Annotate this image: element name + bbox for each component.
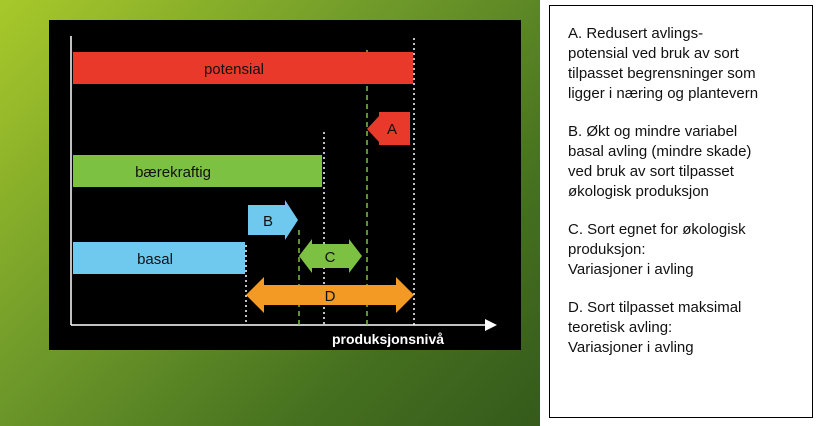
diagram-canvas: potensial bærekraftig basal A B C D prod…: [70, 36, 497, 347]
legend-line: ved bruk av sort tilpasset: [568, 163, 734, 180]
legend-line: Variasjoner i avling: [568, 261, 694, 278]
bar-baerekraftig-label: bærekraftig: [135, 164, 211, 181]
legend-box: A. Redusert avlings- potensial ved bruk …: [549, 5, 813, 418]
legend-line: C. Sort egnet for økologisk: [568, 221, 746, 238]
legend-line: tilpasset begrensninger som: [568, 65, 756, 82]
legend-line: Variasjoner i avling: [568, 339, 694, 356]
legend-line: produksjon:: [568, 241, 646, 258]
legend-line: A. Redusert avlings-: [568, 25, 704, 42]
bar-potensial-label: potensial: [204, 61, 264, 78]
legend-line: økologisk produksjon: [568, 183, 709, 200]
arrow-c-label: C: [325, 249, 336, 266]
arrow-c: [299, 239, 362, 273]
arrow-d-label: D: [325, 288, 336, 305]
legend-item-b: B. Økt og mindre variabel basal avling (…: [568, 122, 802, 202]
bar-basal: [73, 242, 245, 274]
legend-line: B. Økt og mindre variabel: [568, 123, 738, 140]
arrow-a-label: A: [387, 121, 397, 138]
legend-item-a: A. Redusert avlings- potensial ved bruk …: [568, 24, 802, 104]
bar-basal-label: basal: [137, 251, 173, 268]
arrow-b: [248, 200, 298, 240]
arrow-b-label: B: [263, 213, 273, 230]
legend-line: D. Sort tilpasset maksimal: [568, 299, 742, 316]
bar-potensial: [73, 52, 413, 84]
arrow-d: [246, 277, 414, 313]
legend-item-c: C. Sort egnet for økologisk produksjon: …: [568, 220, 802, 280]
arrow-a: [367, 112, 410, 145]
legend-line: teoretisk avling:: [568, 319, 673, 336]
legend-line: basal avling (mindre skade): [568, 143, 752, 160]
legend-line: ligger i næring og plantevern: [568, 85, 759, 102]
bar-baerekraftig: [73, 155, 322, 187]
yield-level-diagram: potensial bærekraftig basal A B C D prod…: [49, 20, 521, 350]
x-axis-label: produksjonsnivå: [332, 331, 444, 347]
legend-line: potensial ved bruk av sort: [568, 45, 739, 62]
legend-item-d: D. Sort tilpasset maksimal teoretisk avl…: [568, 298, 802, 358]
